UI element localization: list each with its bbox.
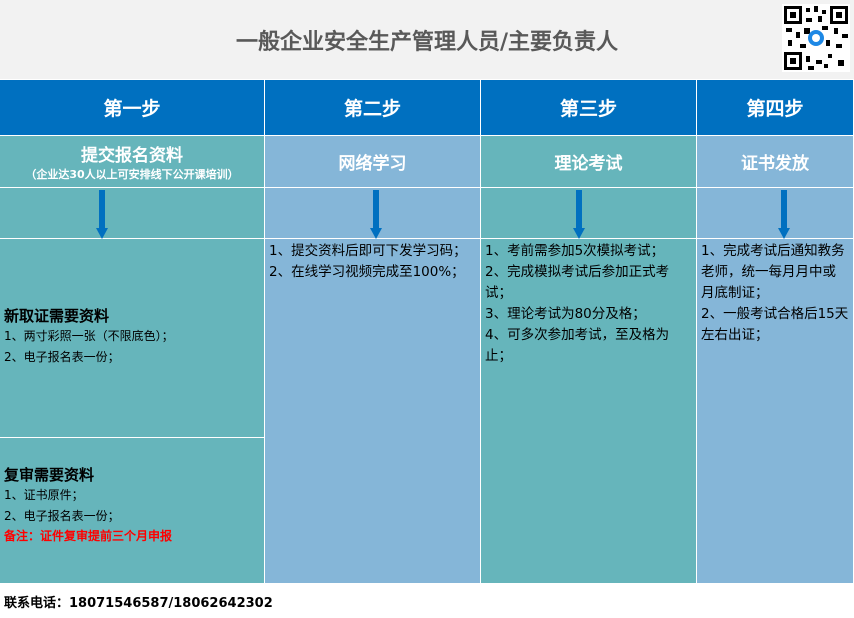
qr-code-icon [782, 4, 850, 72]
page-title: 一般企业安全生产管理人员/主要负责人 [235, 30, 619, 55]
down-arrow-icon [778, 190, 790, 239]
step-1-note: （企业达30人以上可安排线下公开课培训） [25, 168, 239, 181]
step-3-content: 1、考前需参加5次模拟考试； 2、完成模拟考试后参加正式考试； 3、理论考试为8… [481, 239, 697, 584]
step-4-content: 1、完成考试后通知教务老师，统一每月月中或月底制证； 2、一般考试合格后15天左… [697, 239, 854, 584]
renew-item: 1、证书原件； [4, 488, 84, 502]
step-4-header: 第四步 [697, 80, 854, 136]
contact-phone: 联系电话：18071546587/18062642302 [4, 596, 273, 611]
step-3-header: 第三步 [481, 80, 697, 136]
step-3-text: 1、考前需参加5次模拟考试； 2、完成模拟考试后参加正式考试； 3、理论考试为8… [485, 243, 670, 364]
step-2-subtitle: 网络学习 [265, 136, 481, 188]
step-4-text: 1、完成考试后通知教务老师，统一每月月中或月底制证； 2、一般考试合格后15天左… [701, 243, 849, 343]
down-arrow-icon [573, 190, 585, 239]
step-3-subtitle: 理论考试 [481, 136, 697, 188]
renew-title: 复审需要资料 [4, 466, 95, 484]
down-arrow-icon [96, 190, 108, 239]
new-cert-item: 2、电子报名表一份； [4, 350, 120, 364]
renew-section: 复审需要资料 1、证书原件； 2、电子报名表一份； 备注：证件复审提前三个月申报 [0, 438, 265, 584]
step-4-subtitle: 证书发放 [697, 136, 854, 188]
step-2-text: 1、提交资料后即可下发学习码； 2、在线学习视频完成至100%； [269, 243, 467, 280]
renew-item: 2、电子报名表一份； [4, 509, 120, 523]
step-1-subtitle: 提交报名资料 [81, 146, 183, 166]
page-header: 一般企业安全生产管理人员/主要负责人 [0, 0, 854, 79]
down-arrow-icon [370, 190, 382, 239]
arrow-cell-1 [0, 188, 265, 239]
arrow-cell-3 [481, 188, 697, 239]
step-2-content: 1、提交资料后即可下发学习码； 2、在线学习视频完成至100%； [265, 239, 481, 584]
step-1-subtitle-cell: 提交报名资料 （企业达30人以上可安排线下公开课培训） [0, 136, 265, 188]
step-1-header: 第一步 [0, 80, 265, 136]
step-2-header: 第二步 [265, 80, 481, 136]
arrow-cell-4 [697, 188, 854, 239]
new-cert-title: 新取证需要资料 [4, 307, 110, 325]
renew-note: 备注：证件复审提前三个月申报 [4, 529, 173, 543]
new-cert-item: 1、两寸彩照一张（不限底色）； [4, 329, 174, 343]
new-cert-section: 新取证需要资料 1、两寸彩照一张（不限底色）； 2、电子报名表一份； [0, 239, 265, 438]
